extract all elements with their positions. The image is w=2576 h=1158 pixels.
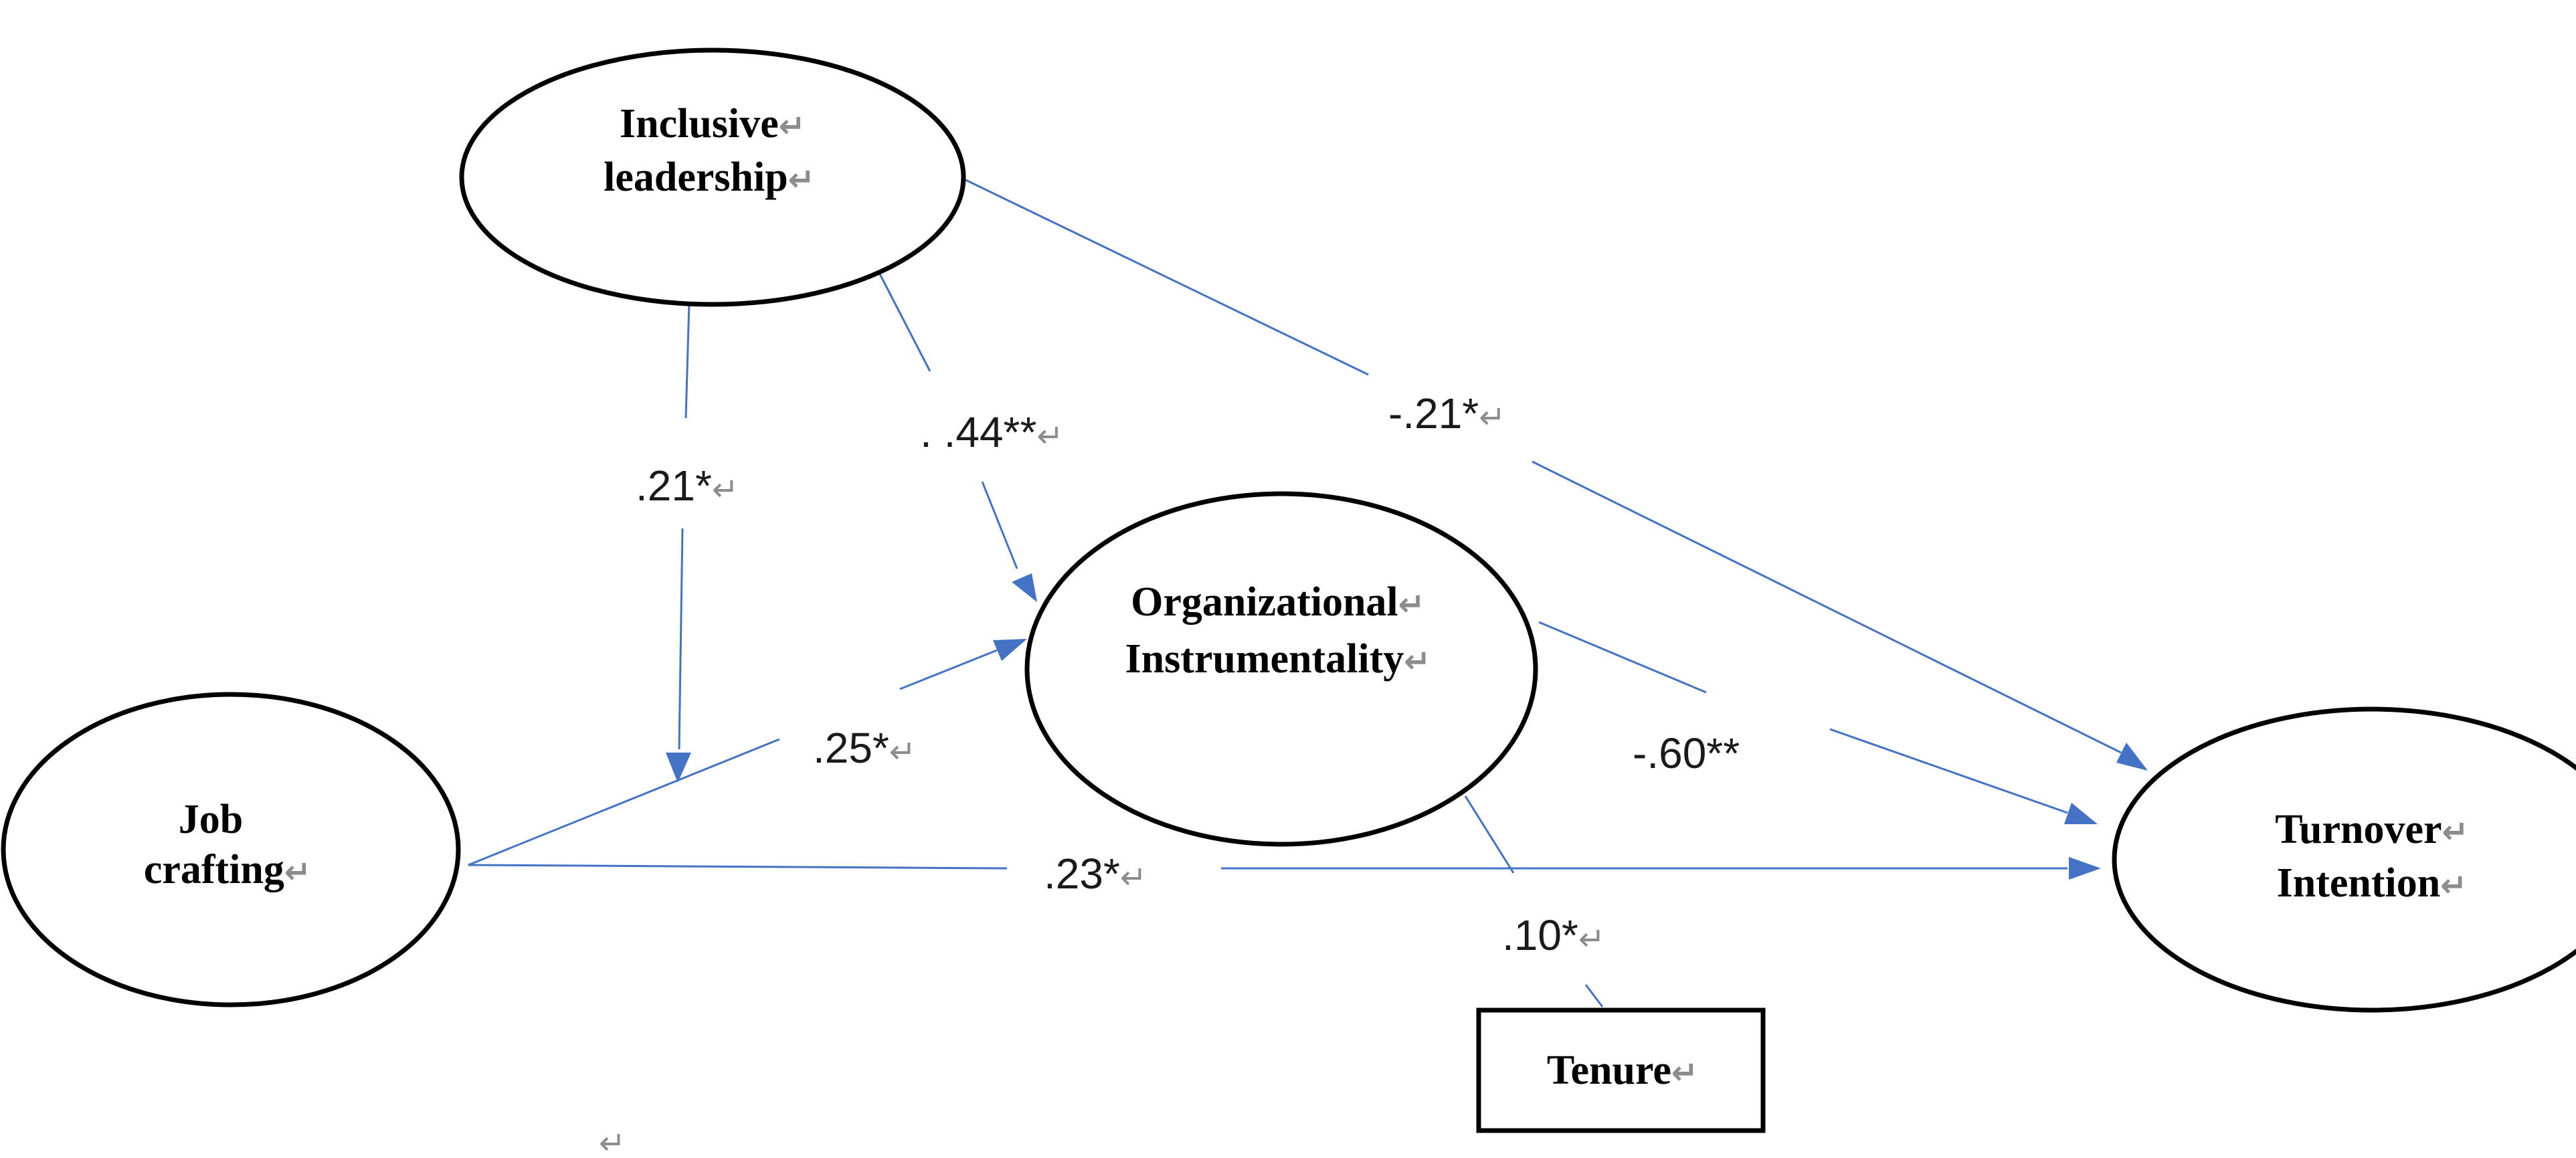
arrowhead-turnover-middle [2064, 803, 2098, 824]
paragraph-mark: ↵ [1671, 1054, 1698, 1092]
coef-crafting-to-instrumentality: .25*↵ [813, 724, 916, 772]
node-label-line1: Tenure [1547, 1048, 1671, 1093]
paragraph-mark: ↵ [1404, 643, 1431, 680]
coef-instrumentality-to-turnover: -.60** [1633, 729, 1740, 777]
node-label-line1: Inclusive [620, 101, 779, 147]
node-label-line1: Organizational [1131, 579, 1398, 625]
svg-text:Turnover↵: Turnover↵ [2275, 807, 2468, 852]
node-turnover-intention: Turnover↵ Intention↵ [2112, 706, 2576, 1013]
node-label-line1: Turnover [2275, 807, 2442, 852]
node-label-line2: crafting [144, 847, 284, 892]
paragraph-mark: ↵ [284, 854, 311, 891]
arrowhead-turnover-top [2116, 743, 2148, 771]
coef-leadership-moderation: .21*↵ [636, 462, 739, 510]
edge-leadership-moderation [666, 302, 691, 783]
svg-text:crafting↵: crafting↵ [144, 847, 311, 892]
node-label-line1: Job [179, 797, 243, 842]
edge-leadership-to-turnover [959, 176, 2148, 771]
arrowhead-moderation [666, 753, 691, 783]
node-label-line2: Intention [2277, 860, 2441, 906]
coef-tenure-to-instrumentality: .10*↵ [1502, 911, 1605, 959]
svg-text:Tenure↵: Tenure↵ [1547, 1048, 1698, 1093]
arrowhead-instrumentality-left [993, 639, 1027, 661]
paragraph-mark: ↵ [788, 161, 815, 199]
edge-leadership-to-instrumentality [875, 267, 1037, 602]
svg-text:Instrumentality↵: Instrumentality↵ [1125, 636, 1431, 682]
edge-tenure-to-instrumentality [1442, 766, 1604, 1007]
edge-instrumentality-to-turnover [1538, 621, 2098, 824]
node-label-line2: Instrumentality [1125, 636, 1404, 682]
arrowhead-turnover-bottom [2069, 857, 2101, 880]
paragraph-mark: ↵ [779, 108, 806, 145]
coef-crafting-to-turnover: .23*↵ [1044, 850, 1147, 898]
arrowhead-instrumentality-top [1012, 573, 1037, 602]
paragraph-mark: ↵ [1398, 586, 1425, 623]
node-inclusive-leadership: Inclusive↵ leadership↵ [459, 47, 966, 307]
svg-text:Intention↵: Intention↵ [2277, 860, 2468, 906]
paragraph-mark: ↵ [2442, 813, 2468, 851]
svg-text:Job: Job [179, 797, 243, 842]
node-organizational-instrumentality: Organizational↵ Instrumentality↵ [1024, 491, 1538, 847]
paragraph-mark-stray: ↵ [599, 1125, 626, 1158]
edge-crafting-to-turnover [468, 857, 2101, 880]
edge-crafting-to-instrumentality [468, 639, 1027, 866]
svg-text:leadership↵: leadership↵ [604, 155, 815, 200]
svg-text:Organizational↵: Organizational↵ [1131, 579, 1425, 625]
node-tenure: Tenure↵ [1476, 1007, 1766, 1133]
svg-text:Inclusive↵: Inclusive↵ [620, 101, 806, 147]
node-label-line2: leadership [604, 155, 788, 200]
node-job-crafting: Job crafting↵ [1, 692, 461, 1007]
coef-leadership-to-instrumentality: . .44**↵ [920, 408, 1064, 456]
coef-leadership-to-turnover: -.21*↵ [1388, 389, 1505, 438]
paragraph-mark: ↵ [2440, 867, 2467, 904]
